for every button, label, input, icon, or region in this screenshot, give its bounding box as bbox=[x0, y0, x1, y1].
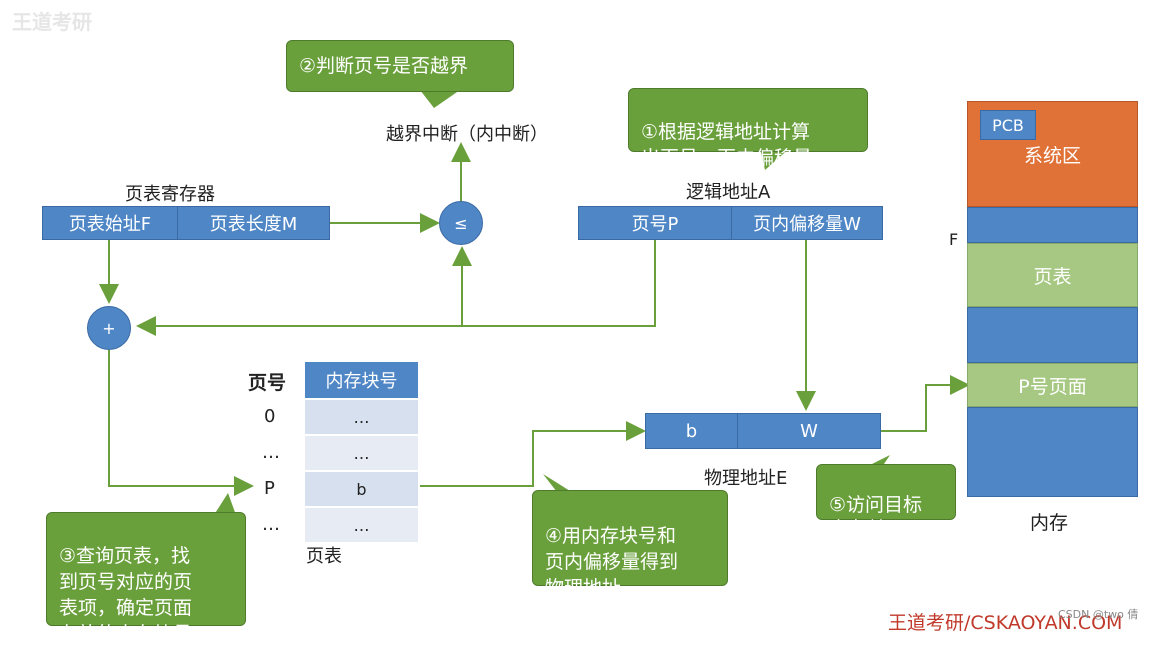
callout-check-bounds-text: ②判断页号是否越界 bbox=[299, 55, 469, 77]
callout-compute-page: ①根据逻辑地址计算 出页号、页内偏移量 bbox=[628, 88, 868, 169]
callout-compute-page-text: ①根据逻辑地址计算 出页号、页内偏移量 bbox=[641, 121, 813, 169]
watermark-top-left: 王道考研 bbox=[12, 10, 92, 34]
arrow-physical-to-memory bbox=[881, 375, 970, 432]
logical-page-number: 页号P bbox=[578, 206, 732, 240]
page-table-row-0-page: 0 bbox=[264, 406, 276, 427]
logical-page-text: 页号P bbox=[631, 214, 679, 235]
physical-offset-text: W bbox=[800, 420, 818, 442]
callout2-pointer bbox=[420, 90, 460, 108]
register-length: 页表长度M bbox=[177, 206, 330, 240]
callout-query-table-text: ③查询页表，找 到页号对应的页 表项，确定页面 存放的内存块号 bbox=[59, 545, 193, 645]
page-table-row-2-page: P bbox=[264, 478, 275, 499]
page-table-row-0-block: … bbox=[305, 398, 418, 434]
memory-f-label: F bbox=[949, 230, 959, 249]
logical-address-title: 逻辑地址A bbox=[686, 182, 771, 203]
memory-block-2 bbox=[967, 307, 1138, 363]
page-table-row-3-block-text: … bbox=[353, 515, 370, 535]
page-table-row-1-page: … bbox=[262, 442, 280, 463]
physical-offset: W bbox=[737, 413, 881, 449]
physical-block: b bbox=[645, 413, 738, 449]
register-start-address: 页表始址F bbox=[42, 206, 178, 240]
page-table-row-3-page: … bbox=[262, 514, 280, 535]
adder-symbol: + bbox=[102, 318, 116, 338]
memory-pcb: PCB bbox=[980, 110, 1036, 140]
page-table-row-1-block: … bbox=[305, 434, 418, 470]
callout1-pointer bbox=[760, 148, 790, 170]
register-title: 页表寄存器 bbox=[125, 184, 215, 205]
page-table-row-1-block-text: … bbox=[353, 443, 370, 463]
register-start-text: 页表始址F bbox=[68, 214, 152, 235]
page-table-col-block-text: 内存块号 bbox=[325, 371, 398, 392]
csdn-watermark: CSDN @two 倩 bbox=[1058, 608, 1139, 621]
logical-offset: 页内偏移量W bbox=[731, 206, 883, 240]
adder-node: + bbox=[87, 306, 131, 350]
page-table-col-page: 页号 bbox=[248, 372, 287, 394]
compare-node: ≤ bbox=[439, 201, 483, 245]
page-table-col-block: 内存块号 bbox=[305, 362, 418, 398]
memory-block-3 bbox=[967, 407, 1138, 497]
physical-address-title: 物理地址E bbox=[704, 468, 788, 489]
logical-offset-text: 页内偏移量W bbox=[753, 214, 861, 235]
memory-title: 内存 bbox=[1030, 512, 1069, 534]
page-table-title: 页表 bbox=[306, 546, 342, 567]
callout3-pointer bbox=[214, 493, 236, 515]
arrow-adder-to-row bbox=[108, 350, 254, 496]
callout-build-physical: ④用内存块号和 页内偏移量得到 物理地址 bbox=[532, 490, 728, 599]
page-table-row-0-block-text: … bbox=[353, 407, 370, 427]
interrupt-label: 越界中断（内中断） bbox=[386, 124, 548, 145]
arrow-block-to-physical bbox=[420, 421, 646, 487]
physical-block-text: b bbox=[685, 420, 698, 442]
callout-access-memory: ⑤访问目标 内存单元 bbox=[816, 464, 956, 540]
callout-query-table: ③查询页表，找 到页号对应的页 表项，确定页面 存放的内存块号 bbox=[46, 512, 246, 645]
page-table-row-2-block-text: b bbox=[356, 479, 367, 499]
callout-build-physical-text: ④用内存块号和 页内偏移量得到 物理地址 bbox=[545, 525, 679, 599]
callout-check-bounds: ②判断页号是否越界 bbox=[286, 40, 514, 92]
memory-p-page: P号页面 bbox=[967, 363, 1138, 407]
callout-access-memory-text: ⑤访问目标 内存单元 bbox=[829, 494, 923, 540]
compare-symbol: ≤ bbox=[454, 213, 468, 233]
page-table-row-3-block: … bbox=[305, 506, 418, 542]
memory-page-table-label: 页表 bbox=[1033, 265, 1072, 288]
arrow-page-to-adder bbox=[136, 240, 656, 336]
memory-block-1 bbox=[967, 207, 1138, 243]
memory-page-table: 页表 bbox=[967, 243, 1138, 307]
memory-p-page-label: P号页面 bbox=[1018, 375, 1087, 398]
register-length-text: 页表长度M bbox=[209, 214, 298, 235]
memory-pcb-label: PCB bbox=[992, 115, 1024, 135]
page-table-row-2-block: b bbox=[305, 470, 418, 506]
memory-system-label: 系统区 bbox=[1023, 144, 1081, 167]
connector-lines bbox=[99, 90, 970, 515]
